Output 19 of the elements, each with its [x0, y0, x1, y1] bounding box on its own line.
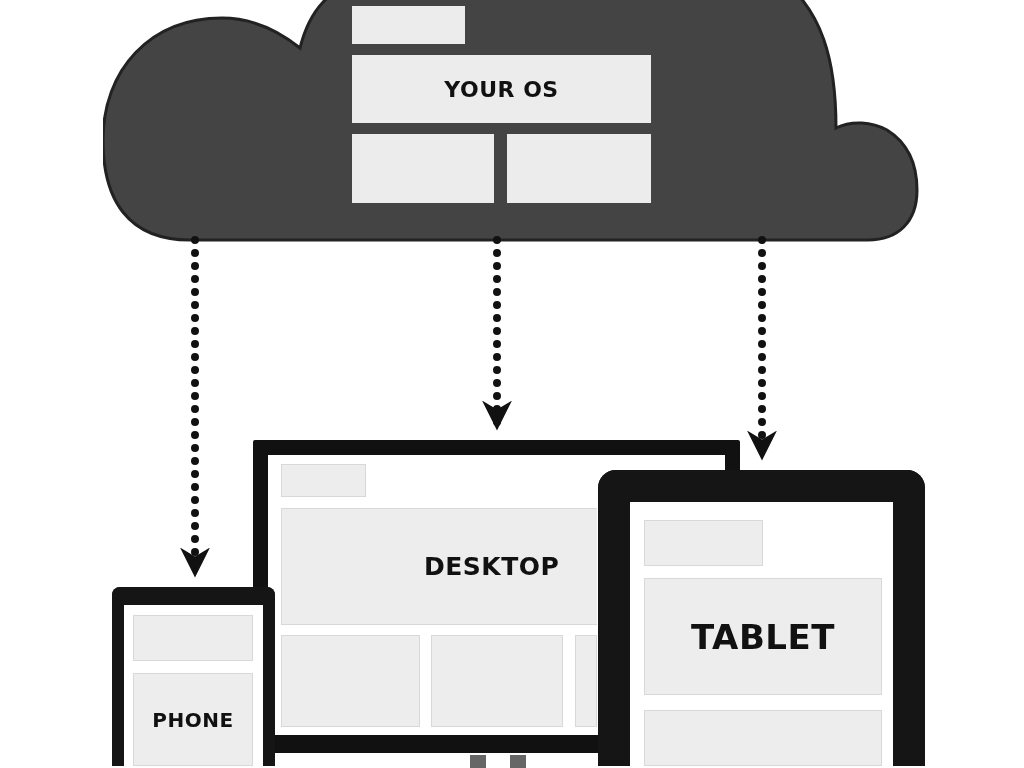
placeholder-block	[281, 635, 420, 727]
placeholder-block	[644, 710, 882, 766]
content-panel: PHONE	[133, 673, 253, 766]
content-panel: YOUR OS	[352, 55, 651, 123]
phone-frame	[112, 587, 275, 766]
dotted-arrow	[747, 236, 777, 461]
dotted-arrow	[180, 236, 210, 578]
placeholder-block	[133, 615, 253, 661]
placeholder-block	[352, 134, 494, 203]
tablet-frame	[598, 470, 925, 766]
placeholder-block	[507, 134, 651, 203]
content-panel: DESKTOP	[281, 508, 597, 625]
placeholder-block	[644, 520, 763, 566]
placeholder-block	[431, 635, 563, 727]
dotted-arrow	[482, 236, 512, 431]
content-panel: TABLET	[644, 578, 882, 695]
placeholder-block	[281, 464, 366, 497]
placeholder-block	[352, 6, 465, 44]
placeholder-block	[575, 635, 597, 727]
